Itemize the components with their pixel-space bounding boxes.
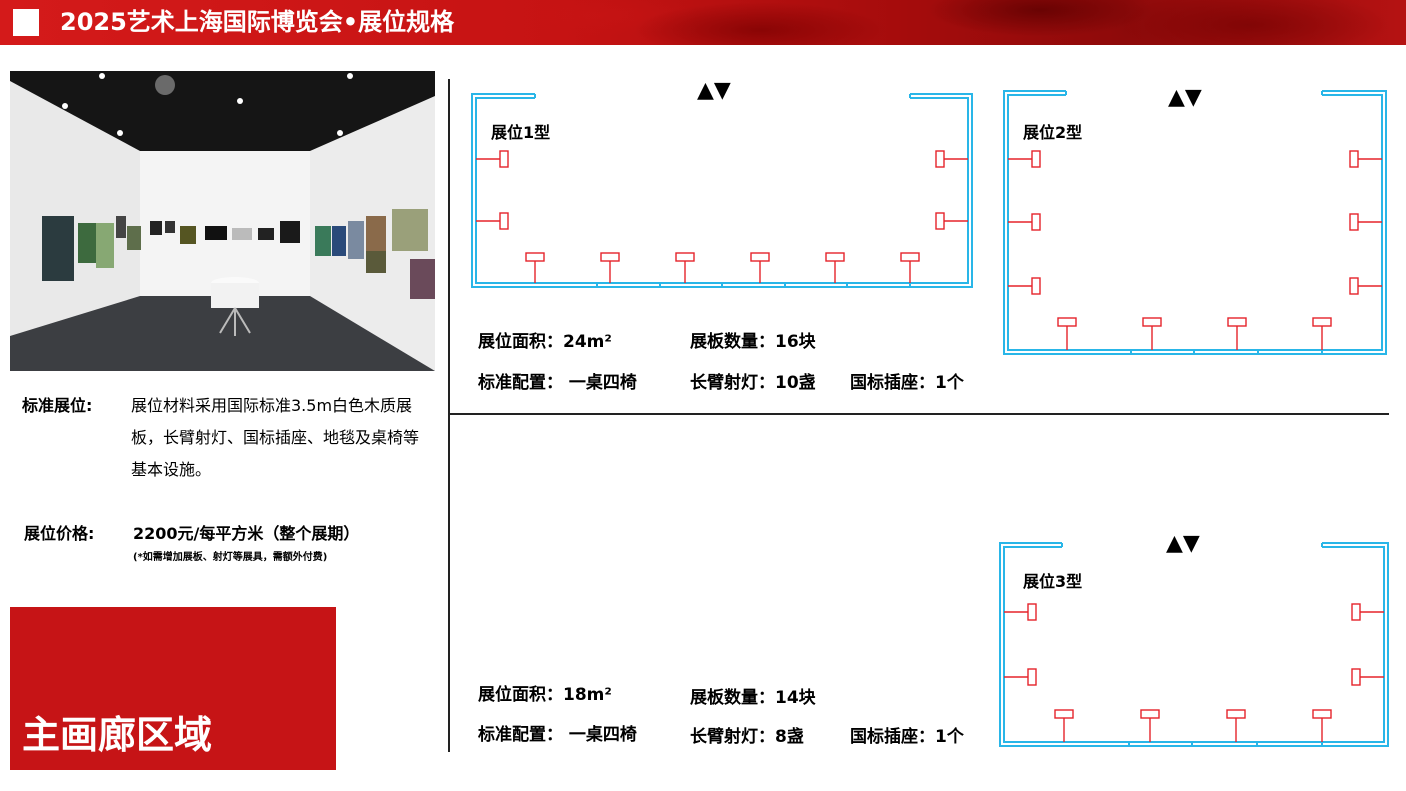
booth-area-spec: 展位面积：18m²: [478, 685, 612, 705]
booth-area-spec: 展位面积：24m²: [478, 332, 612, 352]
booth-type2-label: 展位2型: [1023, 123, 1083, 142]
header-banner: [0, 0, 1406, 45]
spotlight-count-spec: 长臂射灯：8盏: [690, 727, 804, 747]
panel-count-spec: 展板数量：16块: [690, 332, 816, 352]
entrance-arrows-icon: ▲▼: [1166, 531, 1200, 556]
page-title: 2025艺术上海国际博览会•展位规格: [60, 8, 455, 36]
socket-count-spec: 国标插座：1个: [850, 373, 964, 393]
spotlight-count-spec: 长臂射灯：10盏: [690, 373, 816, 393]
panel-count-spec: 展板数量：14块: [690, 688, 816, 708]
booth-type3-label: 展位3型: [1023, 572, 1083, 591]
booth-type2-floorplan: ▲▼: [1003, 85, 1387, 355]
area-banner: [10, 607, 336, 770]
standard-config-spec: 标准配置： 一桌四椅: [478, 373, 637, 393]
booth-price-note: (*如需增加展板、射灯等展具，需额外付费): [133, 552, 328, 563]
booth-type1-floorplan: ▲▼: [471, 78, 973, 288]
standard-booth-label: 标准展位:: [22, 396, 93, 415]
area-title: 主画廊区域: [22, 713, 213, 757]
vertical-divider: [448, 79, 450, 752]
booth-photo: [10, 71, 435, 371]
standard-config-spec: 标准配置： 一桌四椅: [478, 725, 637, 745]
entrance-arrows-icon: ▲▼: [1168, 85, 1202, 110]
standard-booth-description: 展位材料采用国际标准3.5m白色木质展板，长臂射灯、国标插座、地毯及桌椅等基本设…: [131, 396, 420, 479]
booth-price-label: 展位价格:: [24, 524, 95, 543]
horizontal-divider: [450, 413, 1389, 415]
entrance-arrows-icon: ▲▼: [697, 78, 731, 103]
header-square-icon: [13, 9, 39, 36]
booth-type3-floorplan: ▲▼: [999, 531, 1389, 747]
booth-price-value: 2200元/每平方米（整个展期）: [133, 524, 360, 543]
booth-type1-label: 展位1型: [491, 123, 551, 142]
socket-count-spec: 国标插座：1个: [850, 727, 964, 747]
